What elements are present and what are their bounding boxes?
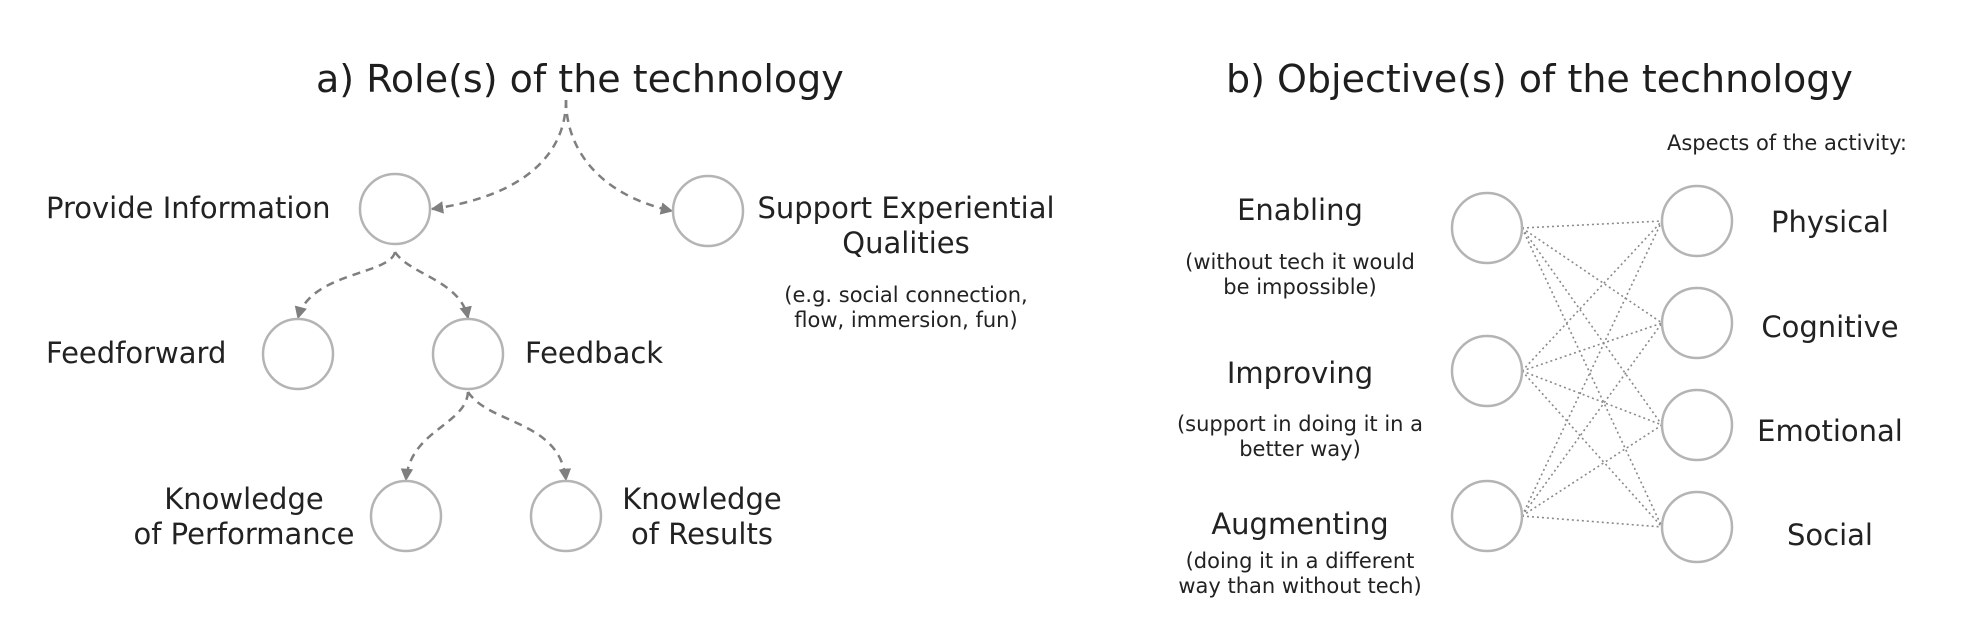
objective-improving-desc: (support in doing it in a better way) [1150, 412, 1450, 462]
arrow-to-feedback [393, 251, 472, 320]
improving-node [1450, 334, 1524, 408]
provide-information-node [358, 172, 432, 246]
knowledge-of-results-node [529, 479, 603, 553]
support-experiential-examples: (e.g. social connection, flow, immersion… [755, 283, 1057, 333]
arrow-to-feedforward [294, 251, 397, 320]
objective-enabling-desc: (without tech it would be impossible) [1150, 250, 1450, 300]
kop-line-1: Knowledge [164, 482, 324, 516]
knowledge-of-performance-label: Knowledge of Performance [124, 482, 364, 552]
link-augmenting-physical [1521, 220, 1663, 517]
objective-enabling-label: Enabling [1237, 193, 1363, 227]
aspect-cognitive-label: Cognitive [1761, 310, 1899, 344]
link-enabling-emotional [1521, 227, 1663, 426]
feedforward-label: Feedforward [46, 336, 227, 370]
aspect-social-label: Social [1787, 518, 1873, 552]
support-experiential-line-1: Support Experiential [757, 191, 1055, 225]
provide-information-label: Provide Information [46, 191, 331, 225]
support-experiential-node [671, 174, 745, 248]
kor-line-1: Knowledge [622, 482, 782, 516]
part-a-title: a) Role(s) of the technology [316, 57, 844, 101]
enabling-desc-line-1: (without tech it would [1185, 250, 1415, 274]
improving-desc-line-2: better way) [1239, 437, 1361, 462]
aspect-emotional-label: Emotional [1757, 414, 1903, 448]
objective-augmenting-desc: (doing it in a different way than withou… [1150, 549, 1450, 599]
link-augmenting-social [1521, 515, 1663, 528]
link-enabling-social [1521, 227, 1663, 528]
augmenting-desc-line-2: way than without tech) [1178, 574, 1422, 599]
physical-node [1660, 184, 1734, 258]
social-node [1660, 490, 1734, 564]
arrow-to-support-experiential [564, 99, 674, 215]
arrow-to-knowledge-of-performance [400, 391, 470, 482]
improving-desc-line-1: (support in doing it in a [1176, 412, 1424, 436]
part-b-title: b) Objective(s) of the technology [1226, 57, 1853, 101]
arrow-to-knowledge-of-results [466, 391, 572, 482]
link-improving-emotional [1521, 370, 1663, 426]
support-examples-line-1: (e.g. social connection, [784, 283, 1028, 307]
augmenting-node [1450, 479, 1524, 553]
kor-line-2: of Results [631, 516, 773, 551]
aspect-physical-label: Physical [1771, 205, 1889, 239]
augmenting-desc-line-1: (doing it in a different [1185, 549, 1415, 573]
link-enabling-physical [1521, 220, 1663, 229]
objective-augmenting-label: Augmenting [1211, 507, 1389, 541]
feedback-label: Feedback [525, 336, 664, 370]
support-experiential-label: Support Experiential Qualities [755, 191, 1057, 261]
aspects-heading: Aspects of the activity: [1667, 131, 1907, 155]
enabling-node [1450, 191, 1524, 265]
feedforward-node [261, 317, 335, 391]
link-enabling-cognitive [1521, 227, 1663, 324]
arrow-to-provide-information [430, 99, 568, 214]
knowledge-of-performance-node [369, 479, 443, 553]
objective-improving-label: Improving [1226, 356, 1374, 390]
cognitive-node [1660, 286, 1734, 360]
support-examples-line-2: flow, immersion, fun) [794, 308, 1018, 333]
enabling-desc-line-2: be impossible) [1223, 275, 1377, 300]
feedback-node [431, 317, 505, 391]
link-improving-social [1521, 370, 1663, 528]
emotional-node [1660, 388, 1734, 462]
link-augmenting-cognitive [1521, 322, 1663, 517]
objective-aspect-links [1521, 220, 1663, 528]
link-improving-cognitive [1521, 322, 1663, 372]
kop-line-2: of Performance [133, 516, 355, 551]
support-experiential-line-2: Qualities [842, 225, 970, 260]
knowledge-of-results-label: Knowledge of Results [612, 482, 792, 552]
link-improving-physical [1521, 220, 1663, 372]
